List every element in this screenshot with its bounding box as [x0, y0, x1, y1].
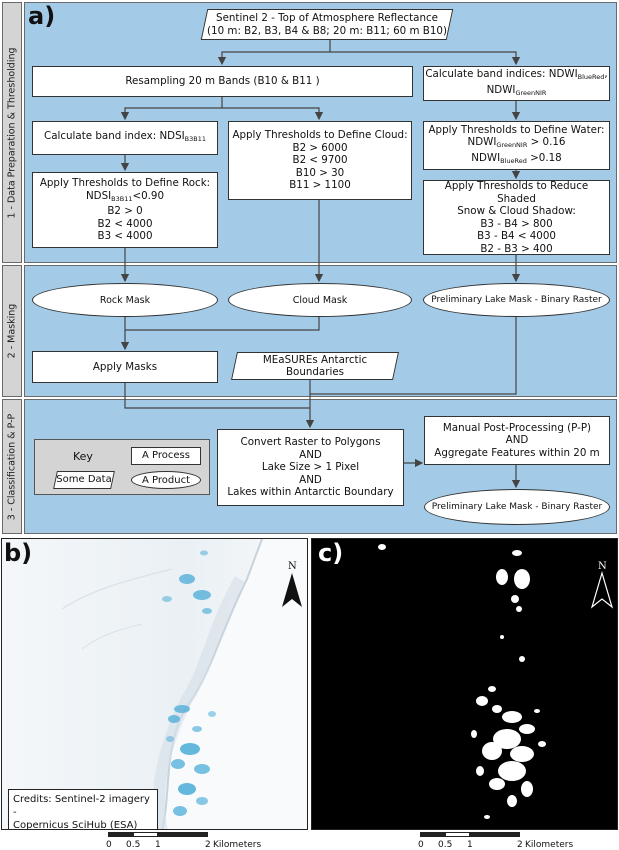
north-label: N	[598, 561, 607, 572]
binary-lake-mask	[378, 544, 614, 819]
scale-tick-c-0: 0	[418, 840, 424, 850]
scale-bar-c	[420, 832, 520, 838]
lake-pixels	[378, 544, 546, 819]
ndsi-process: Calculate band index: NDSIB3B11	[32, 121, 218, 155]
panel-b-label: b)	[4, 539, 33, 567]
section-label-preparation: 1 - Data Preparation & Thresholding	[2, 2, 22, 263]
preliminary-lake-mask-product: Preliminary Lake Mask - Binary Raster	[423, 283, 610, 317]
scale-tick-c-1: 0.5	[438, 840, 453, 850]
key-process: A Process	[131, 447, 201, 465]
scale-tick-b-2: 1	[155, 840, 161, 850]
key-product: A Product	[131, 471, 201, 489]
measures-boundaries-data: MEaSUREs Antarctic Boundaries	[231, 352, 399, 380]
key-data: Some Data	[53, 471, 115, 489]
rock-threshold-process: Apply Thresholds to Define Rock: NDSIB3B…	[32, 172, 218, 248]
shade-threshold-process: Apply Thresholds to Reduce Shaded Snow &…	[423, 180, 610, 255]
cloud-mask-product: Cloud Mask	[228, 283, 412, 317]
convert-raster-process: Convert Raster to Polygons AND Lake Size…	[217, 429, 404, 506]
scale-tick-b-3: 2	[205, 840, 211, 850]
water-threshold-process: Apply Thresholds to Define Water: NDWIGr…	[423, 121, 610, 170]
scale-tick-c-2: 1	[467, 840, 473, 850]
apply-masks-process: Apply Masks	[32, 351, 218, 383]
water-index-process: Calculate band indices: NDWIBlueRed, NDW…	[423, 66, 610, 101]
key-title: Key	[73, 450, 93, 463]
rock-mask-product: Rock Mask	[32, 283, 218, 317]
scale-unit-c: Kilometers	[525, 840, 574, 850]
final-lake-mask-product: Preliminary Lake Mask - Binary Raster	[424, 489, 610, 525]
section-label-classification: 3 - Classification & P-P	[2, 399, 22, 534]
panel-b-satellite-image: N Credits: Sentinel-2 imagery - Copernic…	[1, 538, 308, 830]
scale-unit-b: Kilometers	[213, 840, 262, 850]
credits-box: Credits: Sentinel-2 imagery - Copernicus…	[8, 789, 158, 829]
panel-a-label: a)	[28, 2, 56, 30]
satellite-imagery	[2, 539, 307, 829]
flow-arrows	[120, 38, 521, 489]
panel-c-binary-raster: N	[311, 538, 618, 830]
north-arrow-icon	[282, 573, 302, 607]
panel-c-label: c)	[318, 539, 344, 567]
manual-postprocessing-process: Manual Post-Processing (P-P) AND Aggrega…	[424, 416, 610, 465]
lake-patches	[162, 550, 216, 816]
legend-key: Key A Process Some Data A Product	[34, 439, 210, 495]
section-label-masking: 2 - Masking	[2, 265, 22, 397]
north-label: N	[288, 561, 297, 572]
cloud-threshold-process: Apply Thresholds to Define Cloud: B2 > 6…	[228, 121, 412, 200]
north-arrow-icon	[590, 570, 614, 609]
resample-process: Resampling 20 m Bands (B10 & B11 )	[32, 66, 413, 97]
panel-a-flowchart: 1 - Data Preparation & Thresholding 2 - …	[0, 0, 619, 536]
sentinel-2-input-data: Sentinel 2 - Top of Atmosphere Reflectan…	[200, 9, 454, 40]
scale-tick-b-1: 0.5	[126, 840, 141, 850]
scale-tick-c-3: 2	[517, 840, 523, 850]
scale-tick-b-0: 0	[106, 840, 112, 850]
scale-bar-b	[108, 832, 208, 838]
